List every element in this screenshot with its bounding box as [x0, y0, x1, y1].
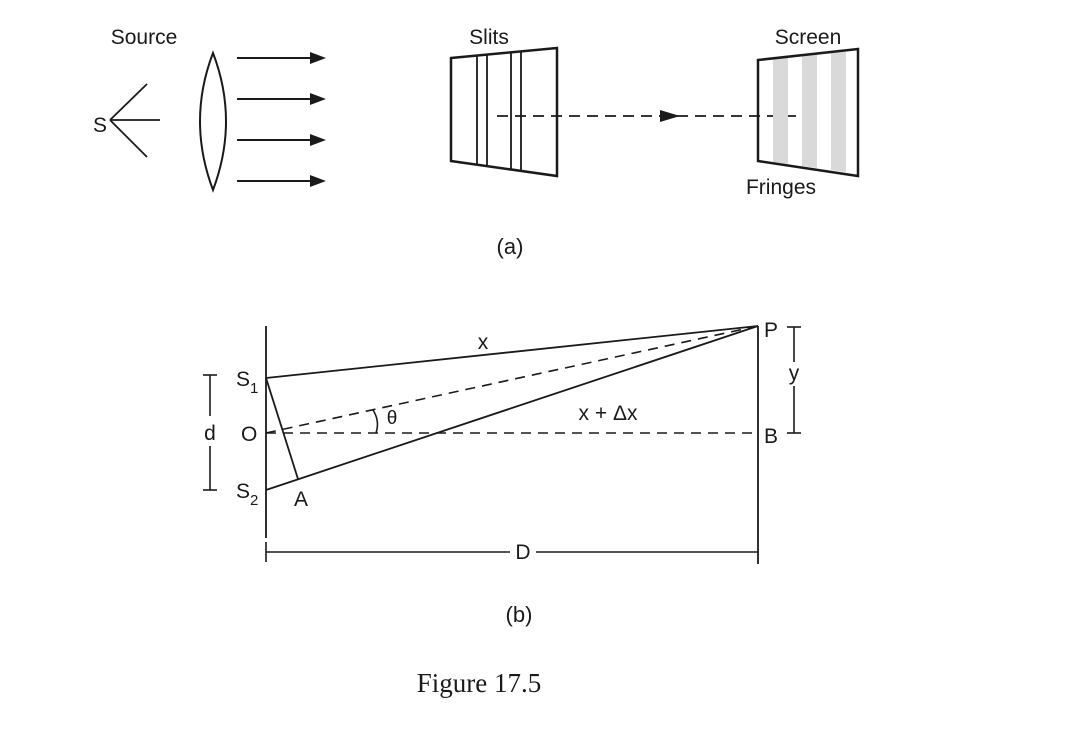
D-dimension	[265, 542, 758, 562]
screen-label: Screen	[775, 26, 842, 49]
ray-s1-p	[265, 325, 759, 379]
s2-label: S2	[236, 480, 258, 509]
y-label: y	[789, 362, 800, 385]
source-label: Source	[111, 26, 178, 49]
fringes-label: Fringes	[746, 176, 816, 199]
screen-with-fringes	[756, 47, 860, 178]
slits-label: Slits	[469, 26, 509, 49]
ray-s2-p	[265, 325, 759, 491]
ray-o-p-dashed	[265, 325, 759, 434]
y-dimension	[787, 326, 801, 434]
d-small-label: d	[204, 422, 216, 445]
o-label: O	[241, 423, 257, 446]
x-label: x	[478, 331, 489, 354]
a-label: A	[294, 488, 308, 511]
perpendicular-s1-a	[265, 377, 299, 480]
figure-caption: Figure 17.5	[417, 668, 542, 698]
parallel-beam-arrows	[237, 57, 313, 182]
d-dimension	[203, 374, 217, 491]
point-s-label: S	[93, 114, 107, 137]
part-a-sublabel: (a)	[497, 234, 524, 259]
D-label: D	[515, 541, 530, 564]
part-a-setup: Source Slits Screen Fringes S	[93, 26, 860, 259]
convex-lens	[199, 50, 227, 193]
theta-arc	[372, 409, 379, 434]
beam-arrow-head	[660, 110, 680, 122]
b-label: B	[764, 425, 778, 448]
p-label: P	[764, 319, 778, 342]
s1-label: S1	[236, 368, 258, 397]
theta-label: θ	[387, 408, 398, 429]
x-plus-dx-label: x + Δx	[579, 402, 638, 425]
slits-plate	[449, 46, 559, 178]
source-rays	[109, 83, 160, 158]
arrow-heads	[310, 52, 326, 187]
part-b-sublabel: (b)	[506, 602, 533, 627]
part-b-geometry: S1 O S2 A d P B y x x + Δx θ D (b)	[203, 319, 801, 627]
